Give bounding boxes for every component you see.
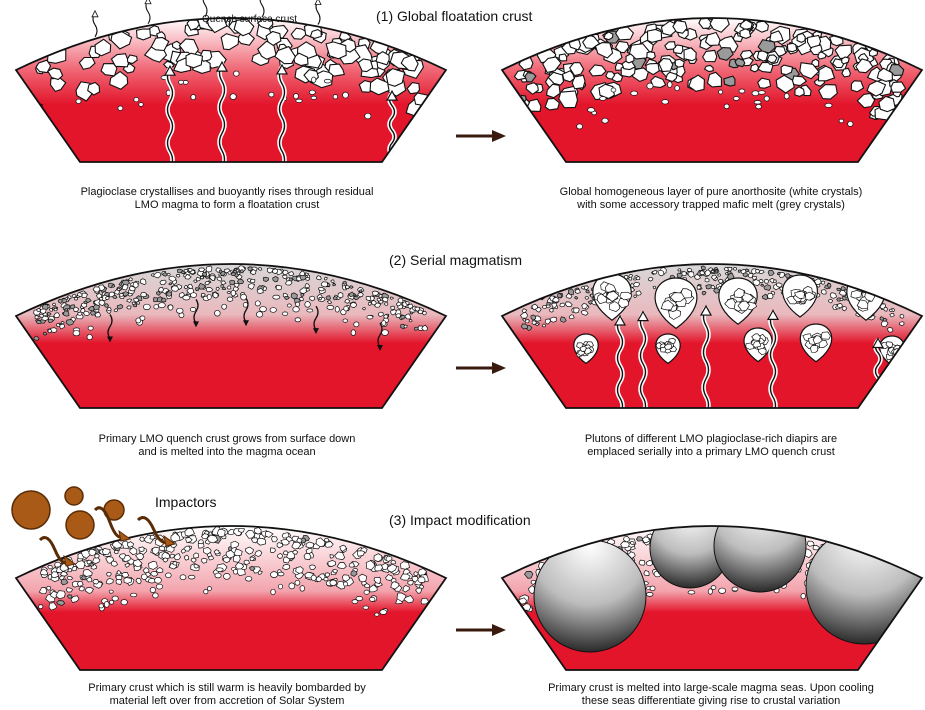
- panel1-title: (1) Global floatation crust: [376, 8, 532, 24]
- transition-arrow-icon: [456, 130, 506, 142]
- panel3-right-caption: Primary crust is melted into large-scale…: [506, 682, 916, 708]
- panel1-right-crust-section: [502, 16, 922, 162]
- panel1-left-caption: Plagioclase crystallises and buoyantly r…: [22, 186, 432, 212]
- panel3-left-crust-section: [16, 526, 446, 670]
- transition-arrow-icon: [456, 624, 506, 636]
- panel1-left-crust-section: [16, 0, 446, 168]
- panel2-right-caption: Plutons of different LMO plagioclase-ric…: [506, 433, 916, 459]
- panel2-title: (2) Serial magmatism: [389, 252, 522, 268]
- transition-arrow-icon: [456, 362, 506, 374]
- panel3-title: (3) Impact modification: [389, 512, 531, 528]
- panel3-right-crust-section: [502, 500, 922, 670]
- panel2-right-crust-section: [502, 264, 922, 414]
- quench-crust-label: Quench surface crust: [202, 14, 297, 25]
- impactors-label: Impactors: [155, 494, 216, 510]
- impactor-icon: [65, 487, 83, 505]
- panel2-left-caption: Primary LMO quench crust grows from surf…: [22, 433, 432, 459]
- panel1-right-caption: Global homogeneous layer of pure anortho…: [506, 186, 916, 212]
- panel2-left-crust-section: [16, 264, 446, 408]
- impactor-icon: [12, 491, 50, 529]
- panel3-left-caption: Primary crust which is still warm is hea…: [22, 682, 432, 708]
- impactor-icon: [66, 511, 94, 539]
